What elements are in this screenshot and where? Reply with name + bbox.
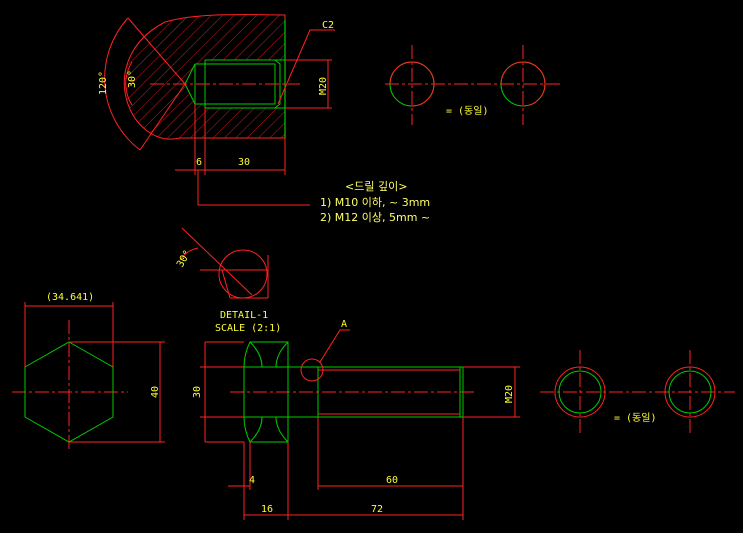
- dim-16: 16: [261, 504, 273, 515]
- detail-scale: SCALE (2:1): [215, 323, 281, 334]
- detail-1: 30° DETAIL-1 SCALE (2:1): [175, 227, 281, 334]
- detail-angle-label: 30°: [175, 248, 194, 269]
- across-corners-dim: (34.641): [46, 292, 94, 303]
- drill-note-line2: 2) M12 이상, 5mm ~: [320, 211, 430, 224]
- angle-30-label: 30°: [127, 70, 138, 88]
- head-height-dim: 30: [192, 386, 203, 398]
- drill-hole: [185, 60, 285, 108]
- equal-mark-top: = (동일): [446, 105, 488, 117]
- bolt-side-view: A 30 M20 4 60 16 72: [192, 319, 520, 520]
- dim-6: 6: [196, 157, 202, 168]
- drill-note-heading: <드릴 깊이>: [345, 180, 407, 193]
- bolt-thread-dim: M20: [504, 385, 515, 403]
- equal-mark-bottom: = (동일): [614, 412, 656, 424]
- hex-head-view: (34.641) 40: [12, 292, 165, 450]
- bottom-end-views: = (동일): [540, 350, 735, 435]
- thread-dim-label: M20: [318, 77, 329, 95]
- chamfer-label: C2: [322, 20, 334, 31]
- threaded-hole-section: 120° 30° C2 M20 6 30: [98, 14, 335, 206]
- drill-depth-note: <드릴 깊이> 1) M10 이하, ~ 3mm 2) M12 이상, 5mm …: [320, 180, 430, 224]
- detail-title: DETAIL-1: [220, 310, 268, 321]
- drill-note-line1: 1) M10 이하, ~ 3mm: [320, 195, 430, 209]
- dim-4: 4: [249, 475, 255, 486]
- bolt-shank: [287, 366, 464, 418]
- top-end-views: = (동일): [385, 45, 560, 125]
- angle-120-label: 120°: [98, 71, 109, 95]
- across-flats-dim: 40: [150, 386, 161, 398]
- dim-72: 72: [371, 504, 383, 515]
- detail-ref-label: A: [341, 319, 347, 330]
- dim-60: 60: [386, 475, 398, 486]
- dim-30: 30: [238, 157, 250, 168]
